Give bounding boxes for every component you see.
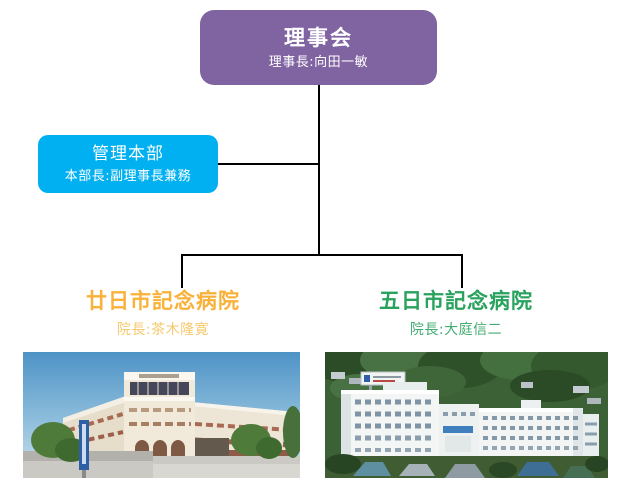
hatsukaichi-memorial-hospital-photo bbox=[23, 352, 300, 478]
hospital-name: 五日市記念病院 bbox=[379, 289, 533, 313]
connector-board-vertical bbox=[318, 85, 320, 255]
board-title: 理事会 bbox=[284, 25, 353, 50]
admin-hq-node: 管理本部 本部長:副理事長兼務 bbox=[38, 135, 218, 193]
connector-admin-horizontal bbox=[218, 163, 318, 165]
hospital-name: 廿日市記念病院 bbox=[86, 289, 240, 313]
admin-hq-title: 管理本部 bbox=[92, 143, 164, 164]
admin-hq-subtitle: 本部長:副理事長兼務 bbox=[64, 168, 192, 184]
board-node: 理事会 理事長:向田一敏 bbox=[200, 10, 437, 85]
hospital-branch-itsukaichi: 五日市記念病院 院長:大庭信二 bbox=[316, 289, 596, 339]
hospital-director: 院長:茶木隆寛 bbox=[116, 322, 210, 339]
hospital-branch-hatsukaichi: 廿日市記念病院 院長:茶木隆寛 bbox=[23, 289, 303, 339]
connector-right-drop bbox=[461, 254, 463, 288]
board-subtitle: 理事長:向田一敏 bbox=[268, 54, 369, 70]
hospital-director: 院長:大庭信二 bbox=[409, 322, 503, 339]
itsukaichi-memorial-hospital-photo bbox=[325, 352, 608, 478]
connector-left-drop bbox=[181, 254, 183, 288]
connector-branch-bar bbox=[181, 254, 463, 256]
